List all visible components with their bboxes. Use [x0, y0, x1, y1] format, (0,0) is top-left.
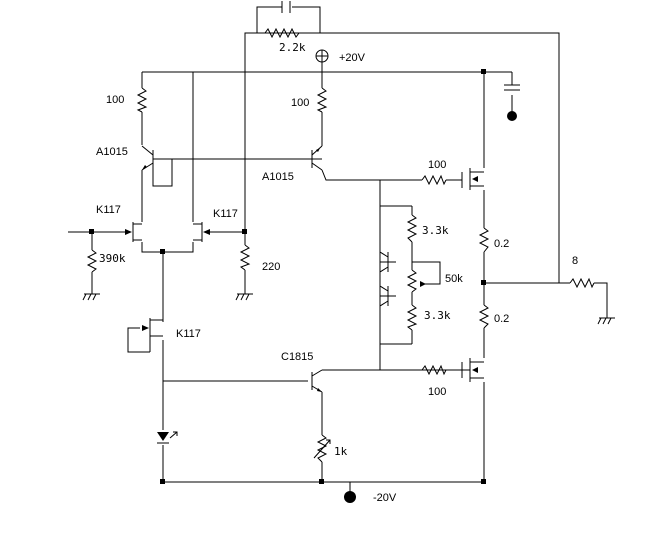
jfet-current-source: [142, 318, 164, 352]
resistor-left-100: [136, 87, 148, 113]
label-source-bot: 0.2: [494, 313, 509, 325]
resistor-source-bot-0.2: [478, 304, 490, 329]
wires: [68, 6, 608, 492]
mosfet-output-top: [461, 168, 484, 190]
resistor-load-8: [569, 277, 595, 289]
label-bias-bot-3k3: 3.3k: [424, 309, 451, 322]
jfet-input-right: [193, 222, 210, 242]
feedback-capacitor: [281, 1, 291, 13]
decoupling-capacitor: [504, 84, 520, 121]
label-gate-390k: 390k: [99, 252, 126, 265]
label-k117-input: K117: [96, 204, 121, 216]
label-bias-top-3k3: 3.3k: [422, 224, 449, 237]
label-pot-50k: 50k: [445, 273, 463, 285]
ground-symbol-load: [597, 317, 615, 325]
resistor-220: [239, 244, 251, 271]
negative-supply-terminal: [344, 491, 356, 503]
label-k117-current-source: K117: [176, 328, 201, 340]
label-positive-supply: +20V: [339, 52, 366, 64]
mosfet-output-bot: [461, 358, 484, 382]
label-c1815: C1815: [281, 351, 313, 363]
potentiometer-50k: [406, 269, 426, 293]
label-negative-supply: -20V: [373, 492, 397, 504]
positive-supply-terminal: [315, 49, 329, 63]
label-k117-right: K117: [213, 208, 238, 220]
transistor-a1015-mid: [311, 145, 323, 171]
led: [157, 431, 178, 444]
resistor-bias-bot-3k3: [406, 304, 418, 331]
transistor-bias-bot: [379, 285, 396, 307]
label-gate-bot-100: 100: [428, 386, 446, 398]
potentiometer-1k: [313, 434, 331, 463]
label-load-8: 8: [572, 255, 578, 267]
jfet-input-left: [125, 222, 142, 242]
transistor-bias-top: [379, 251, 396, 273]
resistor-gate-bot-100: [421, 364, 447, 376]
label-gate-top-100: 100: [428, 159, 446, 171]
label-a1015-mid: A1015: [262, 171, 294, 183]
label-220: 220: [262, 261, 280, 273]
resistor-gate-390k: [86, 249, 98, 273]
resistor-source-top-0.2: [478, 227, 490, 253]
label-feedback-resistor: 2.2k: [279, 41, 306, 54]
resistor-gate-top-100: [421, 174, 447, 186]
feedback-resistor: [264, 27, 300, 39]
transistor-c1815: [311, 369, 323, 393]
transistor-a1015-left: [141, 145, 154, 171]
ground-symbol-220: [235, 293, 253, 301]
ground-symbol-gate: [82, 293, 100, 301]
resistor-bias-top-3k3: [406, 214, 418, 243]
junctions: [89, 69, 486, 484]
label-mid-100: 100: [291, 97, 309, 109]
label-source-top: 0.2: [494, 238, 509, 250]
label-a1015-left: A1015: [96, 146, 128, 158]
label-pot-1k: 1k: [334, 445, 348, 458]
resistor-mid-100: [316, 87, 328, 113]
label-left-100: 100: [106, 94, 124, 106]
